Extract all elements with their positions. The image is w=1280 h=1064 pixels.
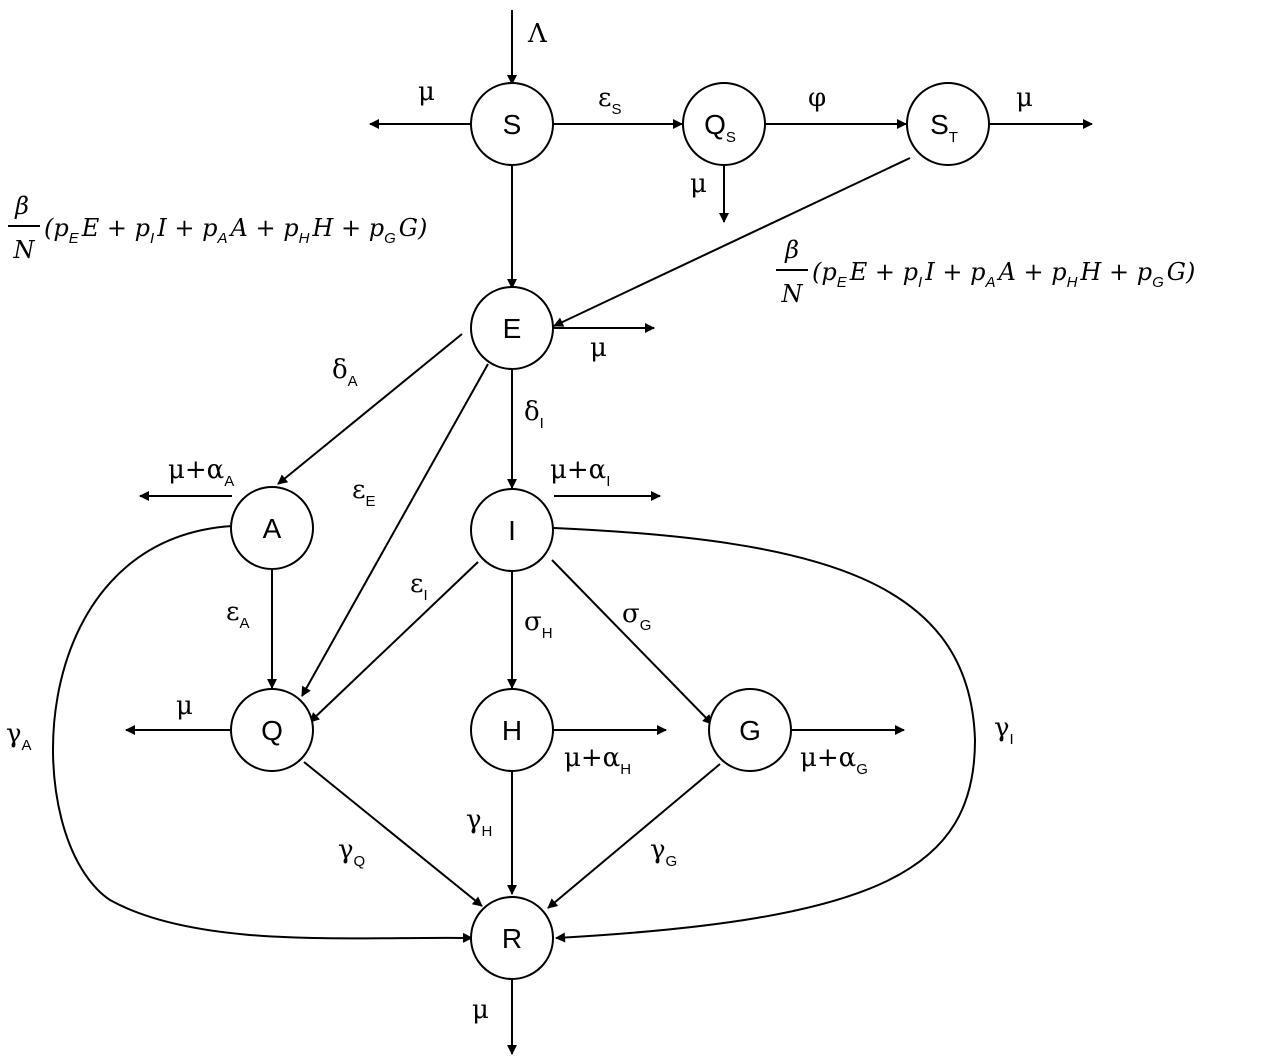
label-mu-alpha-A: μ+αA	[168, 455, 234, 490]
node-Q: Q	[230, 688, 314, 772]
label-gamma-H: γH	[466, 805, 492, 840]
node-R: R	[470, 896, 554, 980]
edge-G-R	[547, 763, 721, 909]
edge-A-R-curve	[52, 525, 473, 943]
label-phi: φ	[808, 83, 826, 113]
force-left-denominator: N	[13, 236, 36, 264]
edge-I-R-curve	[553, 527, 977, 943]
label-mu-alpha-G: μ+αG	[800, 743, 868, 778]
label-gamma-A: γA	[6, 719, 32, 754]
node-R-label: R	[502, 923, 522, 954]
label-mu-Q: μ	[176, 691, 193, 721]
node-H-label: H	[502, 715, 522, 746]
node-E: E	[470, 286, 554, 370]
svg-text:A: A	[263, 513, 282, 544]
node-ST-sub: T	[949, 129, 958, 146]
force-right-numerator: β	[784, 236, 799, 264]
label-delta-I: δI	[524, 397, 544, 432]
node-A: A	[230, 486, 314, 570]
label-eps-A: εA	[226, 597, 250, 632]
svg-text:Q: Q	[261, 715, 283, 746]
label-sigma-H: σH	[524, 607, 553, 642]
svg-text:H: H	[502, 715, 522, 746]
edge-E-A	[277, 333, 463, 485]
node-S-label: S	[503, 109, 522, 140]
label-delta-A: δA	[332, 355, 358, 390]
edge-E-Q	[301, 363, 489, 697]
label-mu-R: μ	[472, 995, 489, 1025]
svg-text:QS: QS	[704, 109, 736, 146]
node-I: I	[470, 488, 554, 572]
force-left-numerator: β	[14, 192, 29, 220]
node-H: H	[470, 688, 554, 772]
label-mu-E: μ	[590, 333, 607, 363]
label-eps-S: εS	[598, 83, 622, 118]
label-mu-alpha-I: μ+αI	[550, 455, 610, 490]
svg-text:G: G	[739, 715, 761, 746]
node-G: G	[708, 688, 792, 772]
node-ST: ST	[906, 82, 990, 166]
edge-ST-E	[553, 157, 911, 327]
label-lambda: Λ	[527, 19, 548, 49]
node-QS-sub: S	[726, 129, 736, 146]
node-I-label: I	[508, 515, 516, 546]
svg-text:S: S	[503, 109, 522, 140]
label-mu-alpha-H: μ+αH	[564, 743, 631, 778]
label-mu-ST: μ	[1016, 83, 1033, 113]
label-eps-I: εI	[410, 569, 428, 604]
edge-I-G	[551, 559, 713, 725]
node-A-label: A	[263, 513, 282, 544]
force-right-denominator: N	[781, 280, 804, 308]
node-QS-label: Q	[704, 109, 726, 140]
label-gamma-G: γG	[650, 835, 677, 870]
node-E-label: E	[503, 313, 522, 344]
node-QS: QS	[682, 82, 766, 166]
label-gamma-I: γI	[994, 713, 1014, 748]
svg-text:I: I	[508, 515, 516, 546]
node-Q-label: Q	[261, 715, 283, 746]
svg-text:E: E	[503, 313, 522, 344]
node-S: S	[470, 82, 554, 166]
label-gamma-Q: γQ	[338, 835, 365, 870]
edge-I-Q	[309, 561, 479, 723]
label-eps-E: εE	[352, 475, 376, 510]
svg-text:ST: ST	[930, 109, 958, 146]
edge-Q-R	[303, 761, 483, 907]
label-mu-QS: μ	[690, 169, 707, 199]
label-sigma-G: σG	[622, 599, 651, 634]
svg-text:R: R	[502, 923, 522, 954]
node-G-label: G	[739, 715, 761, 746]
node-ST-label: S	[930, 109, 949, 140]
label-mu-S: μ	[418, 77, 435, 107]
